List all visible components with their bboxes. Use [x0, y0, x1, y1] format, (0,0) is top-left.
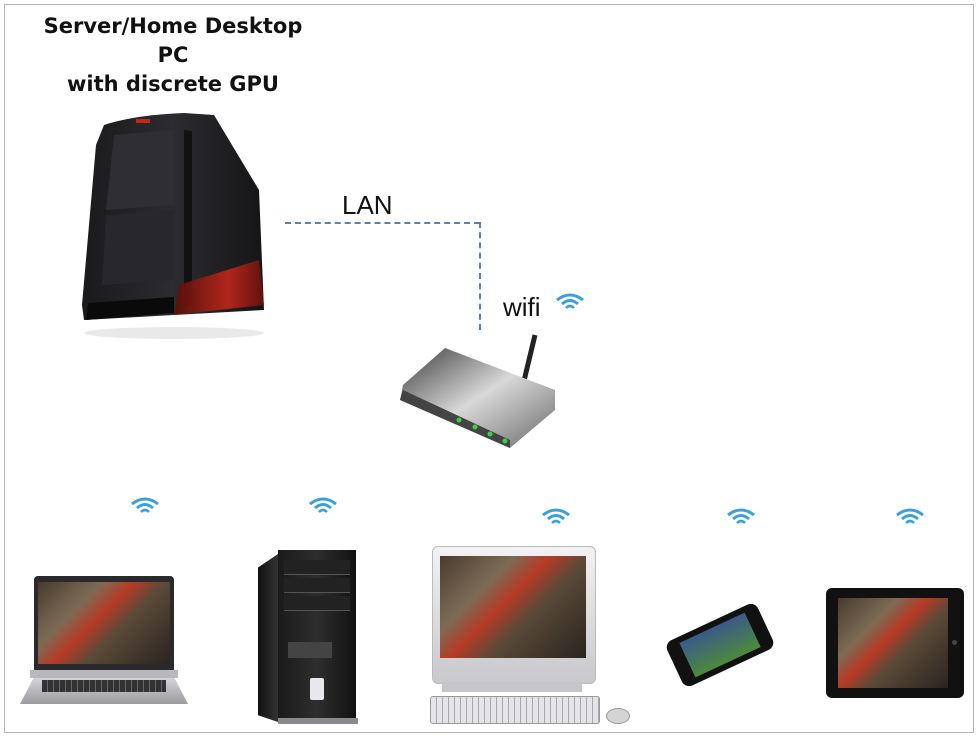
lan-label: LAN: [342, 190, 393, 220]
gaming-tower-icon: [82, 113, 264, 339]
wifi-icon-tower: [309, 497, 337, 513]
tablet-icon: [826, 588, 964, 698]
laptop-icon: [14, 576, 194, 716]
wifi-icon: [556, 293, 584, 309]
lan-connection-vertical: [479, 222, 481, 330]
title-line-2: PC: [157, 43, 189, 67]
title-line-1: Server/Home Desktop: [43, 14, 303, 38]
server-title: Server/Home Desktop PC with discrete GPU: [8, 12, 338, 99]
router-icon: [400, 334, 555, 448]
wifi-icon-laptop: [131, 497, 159, 513]
wifi-icon-allinone: [542, 508, 570, 524]
lan-connection-horizontal: [285, 222, 480, 224]
wifi-label: wifi: [503, 292, 541, 322]
title-line-3: with discrete GPU: [67, 72, 279, 96]
all-in-one-pc-icon: [412, 546, 636, 730]
desktop-tower-icon: [258, 550, 358, 726]
wifi-icon-tablet: [896, 508, 924, 524]
wifi-icon-phone: [727, 508, 755, 524]
